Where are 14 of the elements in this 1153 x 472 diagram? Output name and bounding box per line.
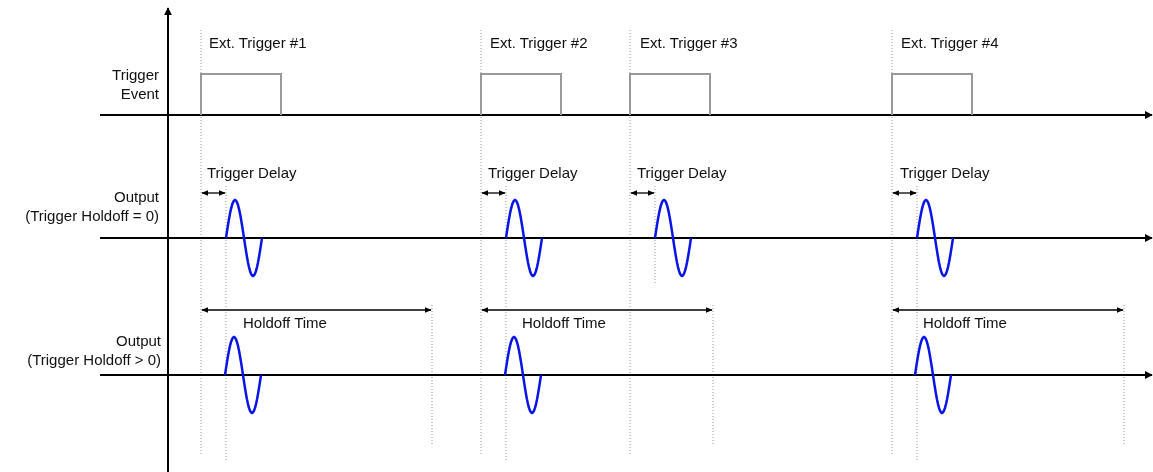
dimension-label: Trigger Delay xyxy=(207,163,297,182)
trigger-label: Ext. Trigger #1 xyxy=(209,33,307,52)
signal-label: Output (Trigger Holdoff = 0) xyxy=(25,187,159,225)
trigger-label: Ext. Trigger #4 xyxy=(901,33,999,52)
dimension-label: Trigger Delay xyxy=(488,163,578,182)
trigger-label: Ext. Trigger #3 xyxy=(640,33,738,52)
trigger-label: Ext. Trigger #2 xyxy=(490,33,588,52)
signal-label: Output (Trigger Holdoff > 0) xyxy=(27,331,161,369)
dimension-label: Trigger Delay xyxy=(900,163,990,182)
dimension-label: Trigger Delay xyxy=(637,163,727,182)
dimension-label: Holdoff Time xyxy=(522,313,606,332)
dimension-label: Holdoff Time xyxy=(923,313,1007,332)
signal-label: Trigger Event xyxy=(112,65,159,103)
dimension-label: Holdoff Time xyxy=(243,313,327,332)
